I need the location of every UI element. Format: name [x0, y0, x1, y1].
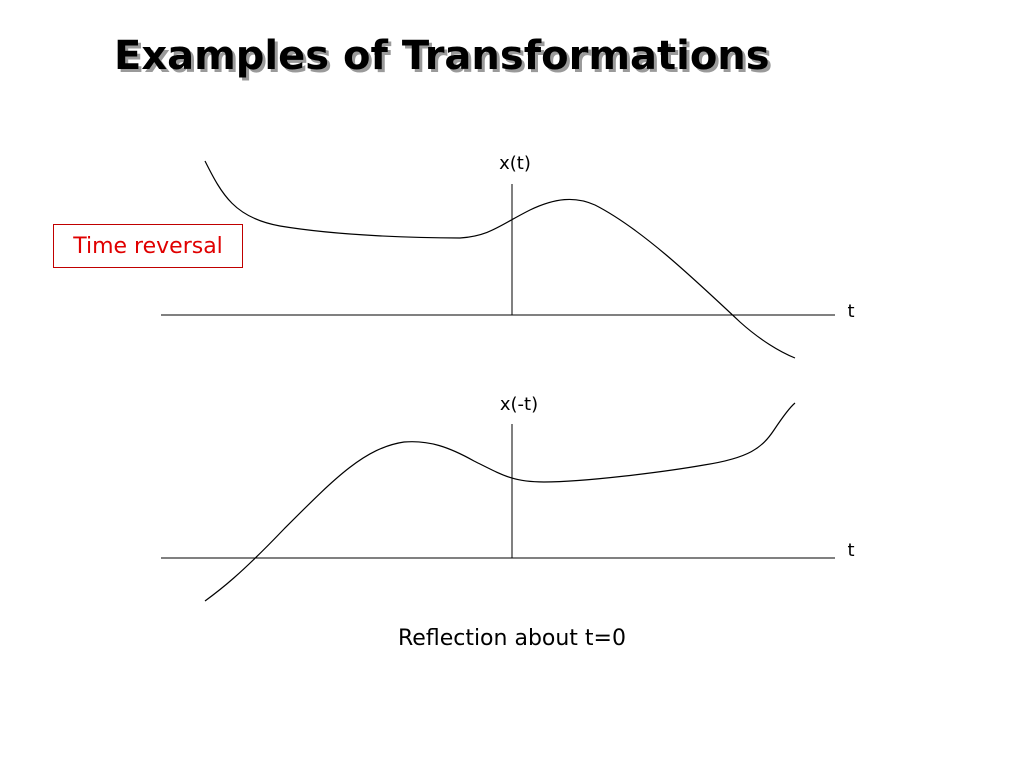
- time-reversal-label: Time reversal: [53, 224, 243, 268]
- top-signal-curve: [204, 160, 796, 359]
- top-x-axis-label: t: [847, 301, 854, 322]
- time-reversal-label-text: Time reversal: [73, 233, 223, 259]
- bottom-plot: x(-t) t: [161, 394, 855, 602]
- bottom-signal-curve: [204, 402, 796, 602]
- slide-title: Examples of Transformations: [114, 33, 770, 79]
- top-y-axis-label: x(t): [499, 153, 531, 174]
- bottom-y-axis-label: x(-t): [500, 394, 538, 415]
- top-plot: x(t) t: [161, 153, 855, 359]
- reflection-caption: Reflection about t=0: [398, 626, 626, 651]
- bottom-x-axis-label: t: [847, 540, 854, 561]
